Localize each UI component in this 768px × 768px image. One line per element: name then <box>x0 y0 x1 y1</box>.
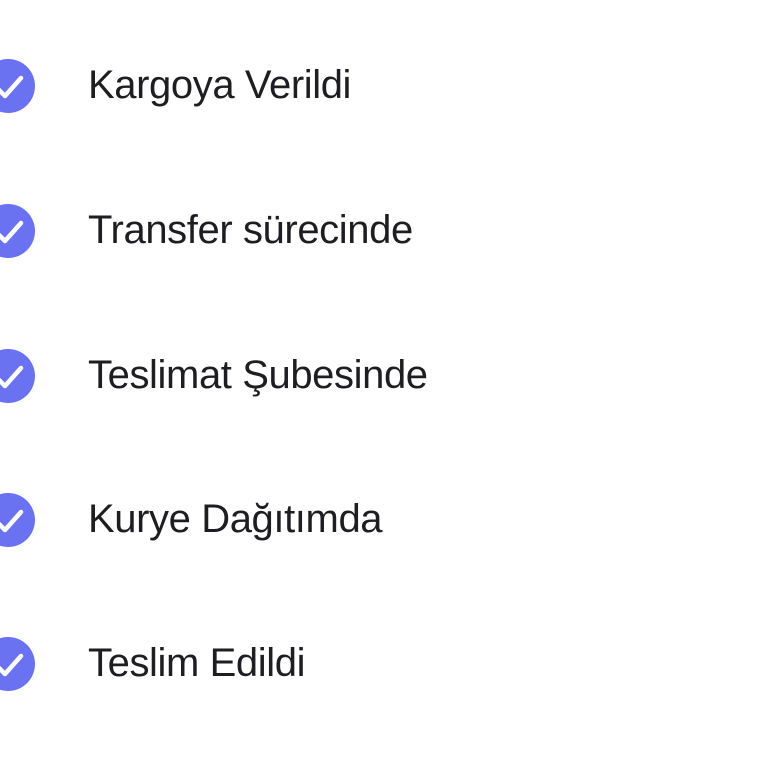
check-circle-icon <box>0 348 36 404</box>
status-step-transfer-surecinde: Transfer sürecinde <box>0 200 768 260</box>
status-step-kargoya-verildi: Kargoya Verildi <box>0 55 768 115</box>
check-circle-icon <box>0 492 36 548</box>
status-step-label: Teslimat Şubesinde <box>88 353 428 397</box>
check-circle-icon <box>0 203 36 259</box>
check-circle-icon <box>0 636 36 692</box>
status-step-label: Kargoya Verildi <box>88 63 352 107</box>
check-circle-icon <box>0 58 36 114</box>
status-step-label: Teslim Edildi <box>88 641 306 685</box>
status-step-teslim-edildi: Teslim Edildi <box>0 633 768 693</box>
status-step-label: Kurye Dağıtımda <box>88 497 383 541</box>
status-step-teslimat-subesinde: Teslimat Şubesinde <box>0 345 768 405</box>
status-step-kurye-dagitimda: Kurye Dağıtımda <box>0 489 768 549</box>
status-step-label: Transfer sürecinde <box>88 208 413 252</box>
